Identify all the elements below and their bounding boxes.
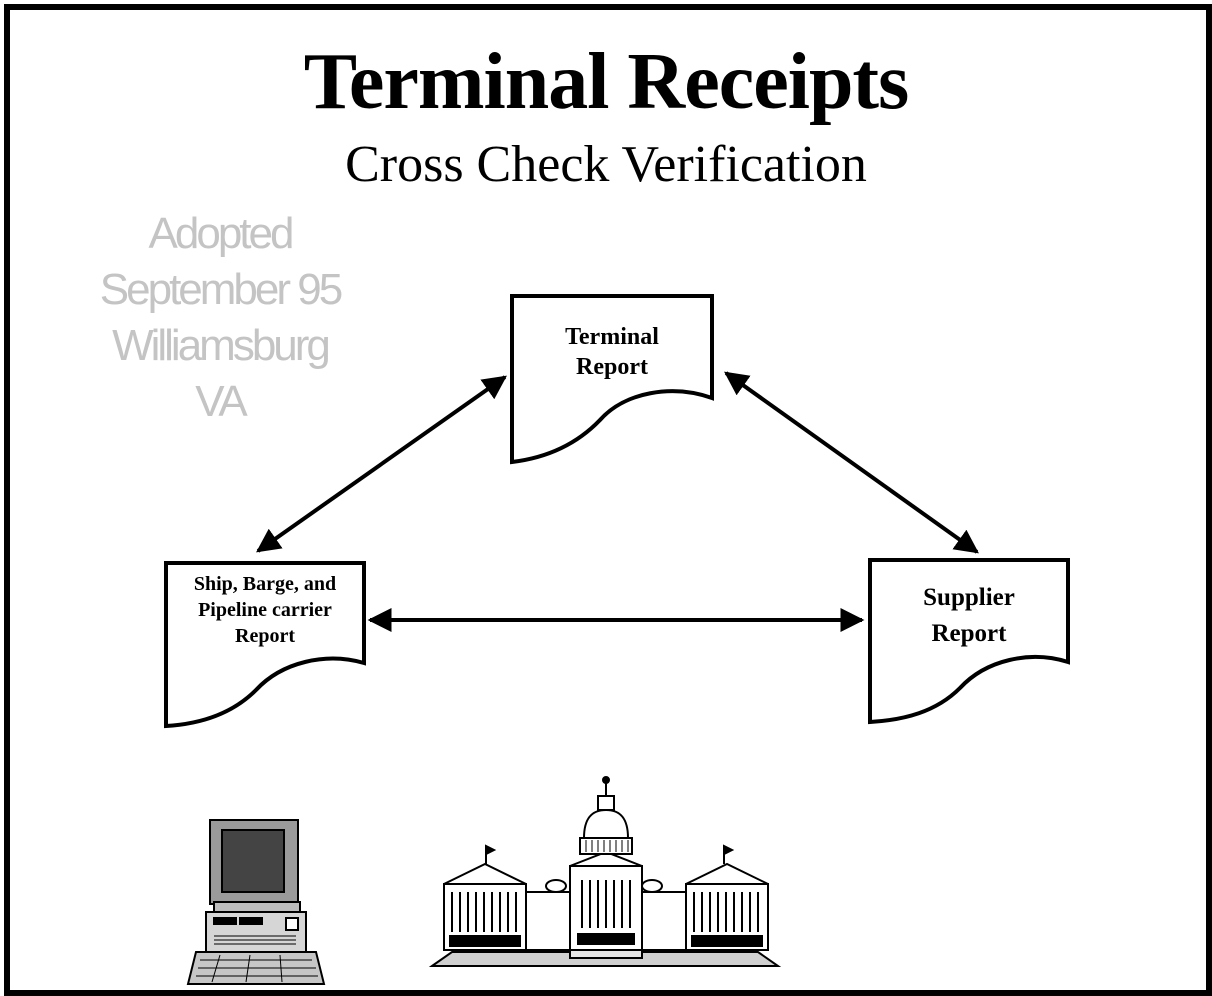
stamp-line: Adopted	[148, 209, 295, 258]
slide-subtitle: Cross Check Verification	[345, 136, 867, 193]
carrier-report-document	[164, 561, 366, 729]
stamp-line: VA	[195, 377, 247, 426]
computer-icon	[186, 819, 326, 985]
capitol-building-icon	[428, 776, 782, 967]
supplier-report-document	[868, 558, 1070, 725]
document-label-line: Report	[235, 625, 295, 647]
document-label-line: Pipeline carrier	[198, 599, 332, 621]
carrier-report-label: Ship, Barge, and Pipeline carrier Report	[160, 571, 370, 649]
slide-title: Terminal Receipts	[303, 38, 909, 126]
supplier-report-label: Supplier Report	[870, 580, 1068, 652]
document-label-line: Report	[931, 620, 1007, 647]
stamp-line: Williamsburg	[112, 321, 331, 370]
document-label-line: Supplier	[923, 584, 1015, 611]
terminal-report-label: Terminal Report	[512, 322, 712, 382]
terminal-supplier-arrow	[724, 371, 979, 554]
terminal-report-document	[510, 294, 714, 465]
document-label-line: Terminal	[565, 324, 659, 350]
adopted-stamp: Adopted September 95 Williamsburg VA	[60, 206, 380, 430]
terminal-carrier-arrow	[256, 375, 507, 553]
document-label-line: Ship, Barge, and	[193, 573, 337, 595]
document-label-line: Report	[576, 354, 648, 380]
stamp-line: September 95	[99, 265, 343, 314]
